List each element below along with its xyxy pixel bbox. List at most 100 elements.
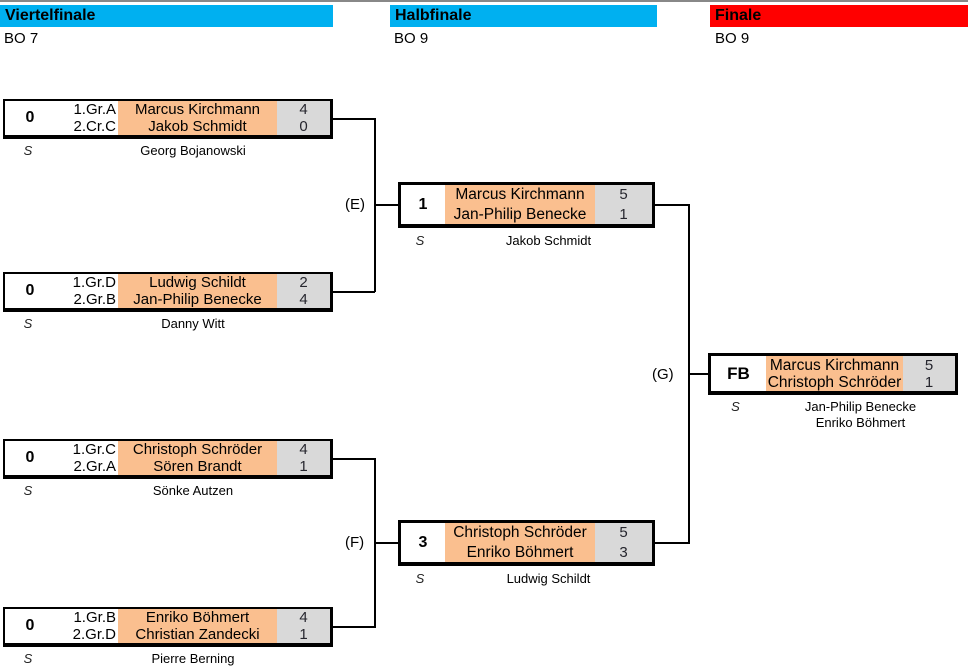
match-tag-e: (E) <box>345 196 365 213</box>
match-qf2: 0 1.Gr.D 2.Gr.B Ludwig Schildt Jan-Phili… <box>3 272 333 312</box>
match-sf2: 3 Christoph Schröder Enriko Böhmert 5 3 <box>398 520 655 566</box>
match-qf4: 0 1.Gr.B 2.Gr.D Enriko Böhmert Christian… <box>3 607 333 647</box>
score-bottom: 0 <box>299 118 308 135</box>
player-cell: Enriko Böhmert Christian Zandecki <box>118 609 277 643</box>
player-bottom: Christoph Schröder <box>767 373 902 391</box>
connector-line <box>374 118 376 292</box>
score-cell: 4 1 <box>277 441 330 475</box>
seed-top: 1.Gr.C <box>72 441 116 458</box>
round-header-halbfinale: Halbfinale <box>390 5 657 27</box>
score-top: 4 <box>299 101 308 118</box>
match-sf1: 1 Marcus Kirchmann Jan-Philip Benecke 5 … <box>398 182 655 228</box>
match-tag-g: (G) <box>652 366 674 383</box>
seed-top: 1.Gr.D <box>72 274 116 291</box>
player-cell: Christoph Schröder Sören Brandt <box>118 441 277 475</box>
player-top: Marcus Kirchmann <box>455 185 585 203</box>
referee-label: S <box>23 316 33 331</box>
score-cell: 2 4 <box>277 274 330 308</box>
connector-line <box>374 458 376 628</box>
player-cell: Ludwig Schildt Jan-Philip Benecke <box>118 274 277 308</box>
score-bottom: 1 <box>299 626 308 643</box>
connector-line <box>375 542 400 544</box>
seed-cell: 1.Gr.C 2.Gr.A <box>55 441 118 475</box>
match-number: 0 <box>25 109 35 126</box>
referee-name: Georg Bojanowski <box>140 143 246 158</box>
referee-name: Danny Witt <box>161 316 225 331</box>
score-cell: 5 3 <box>595 523 652 562</box>
seed-top: 1.Gr.B <box>73 609 116 626</box>
round-header-finale: Finale <box>710 5 968 27</box>
connector-line <box>331 458 375 460</box>
referee-names: Jan-Philip Benecke Enriko Böhmert <box>763 399 958 431</box>
player-bottom: Enriko Böhmert <box>466 543 574 561</box>
player-top: Marcus Kirchmann <box>134 101 261 118</box>
referee-row-final: S Jan-Philip Benecke Enriko Böhmert <box>708 399 958 431</box>
connector-line <box>331 626 375 628</box>
connector-line <box>688 204 690 544</box>
seed-cell: 1.Gr.B 2.Gr.D <box>55 609 118 643</box>
referee-row-sf1: S Jakob Schmidt <box>398 233 655 249</box>
referee-label: S <box>731 399 740 414</box>
score-top: 5 <box>619 185 628 203</box>
score-bottom: 4 <box>299 291 308 308</box>
connector-line <box>331 118 375 120</box>
match-number: 1 <box>418 195 428 213</box>
referee-name-1: Jan-Philip Benecke <box>804 399 917 414</box>
score-cell: 4 0 <box>277 101 330 135</box>
score-top: 5 <box>924 356 934 374</box>
match-number: 0 <box>25 449 35 466</box>
player-top: Marcus Kirchmann <box>769 356 900 374</box>
player-cell: Marcus Kirchmann Jakob Schmidt <box>118 101 277 135</box>
player-bottom: Jakob Schmidt <box>148 118 247 135</box>
player-cell: Marcus Kirchmann Christoph Schröder <box>766 356 903 391</box>
seed-bottom: 2.Gr.B <box>73 291 116 308</box>
player-bottom: Sören Brandt <box>153 458 242 475</box>
score-cell: 5 1 <box>595 185 652 224</box>
seed-bottom: 2.Cr.C <box>73 118 116 135</box>
match-qf1: 0 1.Gr.A 2.Cr.C Marcus Kirchmann Jakob S… <box>3 99 333 139</box>
referee-label: S <box>23 143 33 158</box>
referee-name: Ludwig Schildt <box>506 571 591 586</box>
score-cell: 5 1 <box>903 356 955 391</box>
referee-label: S <box>23 483 33 498</box>
referee-label: S <box>415 233 425 248</box>
seed-cell: 1.Gr.D 2.Gr.B <box>55 274 118 308</box>
best-of-label-halbfinale: BO 9 <box>394 30 429 47</box>
connector-line <box>375 204 400 206</box>
score-top: 4 <box>299 441 308 458</box>
match-number: 0 <box>25 617 35 634</box>
seed-bottom: 2.Gr.A <box>73 458 116 475</box>
score-bottom: 1 <box>619 205 628 223</box>
referee-row-qf1: S Georg Bojanowski <box>3 143 333 159</box>
referee-label: S <box>415 571 425 586</box>
player-top: Christoph Schröder <box>132 441 263 458</box>
referee-row-qf2: S Danny Witt <box>3 316 333 332</box>
match-number: FB <box>727 363 750 383</box>
seed-top: 1.Gr.A <box>73 101 116 118</box>
connector-line <box>331 291 375 293</box>
score-top: 4 <box>299 609 308 626</box>
referee-row-qf3: S Sönke Autzen <box>3 483 333 499</box>
score-top: 5 <box>619 523 628 541</box>
round-header-viertelfinale: Viertelfinale <box>0 5 333 27</box>
connector-line <box>655 542 689 544</box>
match-tag-f: (F) <box>345 534 365 551</box>
match-number: 0 <box>25 282 35 299</box>
score-bottom: 1 <box>299 458 308 475</box>
player-top: Christoph Schröder <box>453 523 587 541</box>
referee-name-2: Enriko Böhmert <box>815 415 906 430</box>
player-bottom: Jan-Philip Benecke <box>133 291 262 308</box>
player-top: Enriko Böhmert <box>145 609 250 626</box>
referee-row-sf2: S Ludwig Schildt <box>398 571 655 587</box>
referee-row-qf4: S Pierre Berning <box>3 651 333 667</box>
player-bottom: Christian Zandecki <box>135 626 260 643</box>
score-bottom: 3 <box>619 543 628 561</box>
score-cell: 4 1 <box>277 609 330 643</box>
match-final: FB Marcus Kirchmann Christoph Schröder 5… <box>708 353 958 395</box>
player-bottom: Jan-Philip Benecke <box>453 205 587 223</box>
best-of-label-viertelfinale: BO 7 <box>4 30 39 47</box>
score-top: 2 <box>299 274 308 291</box>
referee-label: S <box>23 651 33 666</box>
match-qf3: 0 1.Gr.C 2.Gr.A Christoph Schröder Sören… <box>3 439 333 479</box>
connector-line <box>689 373 708 375</box>
